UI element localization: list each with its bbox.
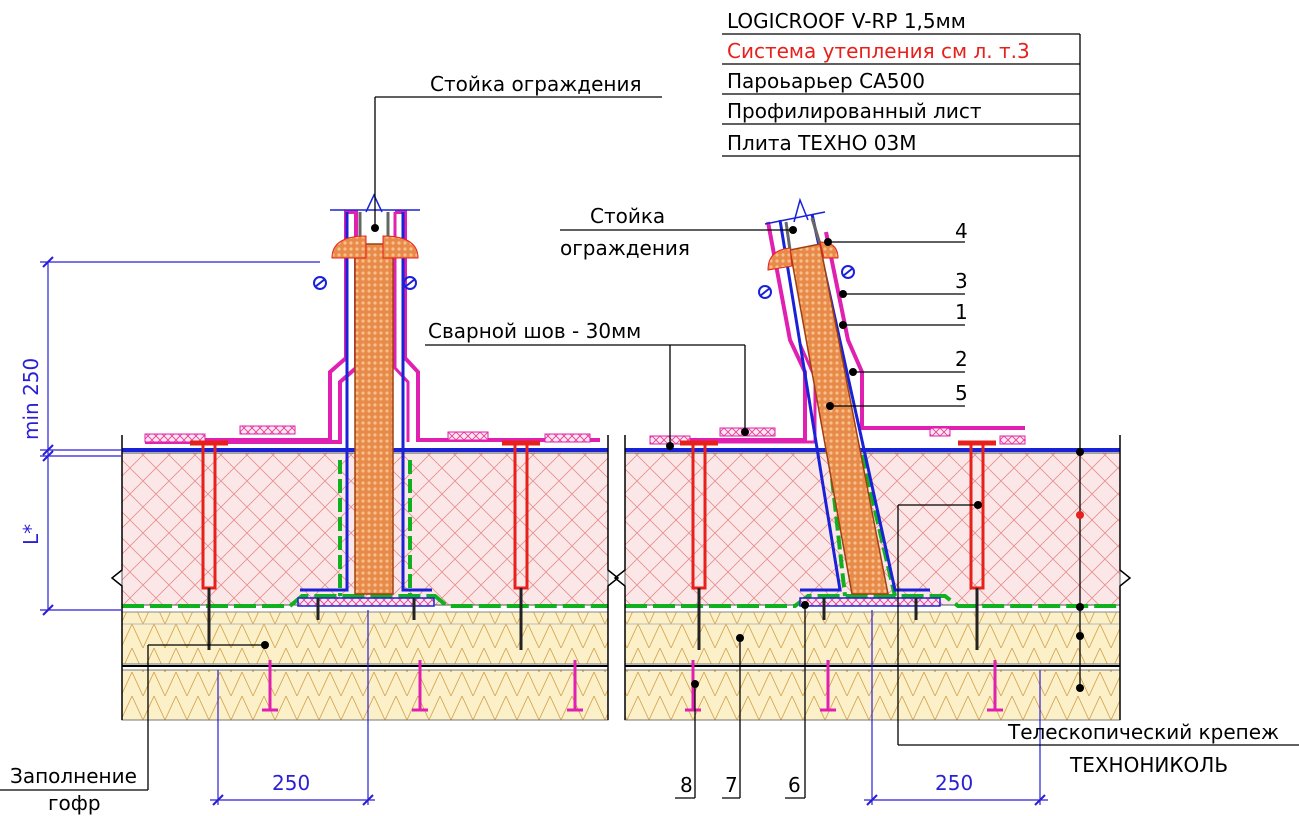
fastener-right-2 (958, 440, 996, 650)
fastener-left-2 (502, 440, 540, 650)
fill-label-1: Заполнение (10, 764, 137, 788)
post-core-left (354, 243, 394, 595)
dimension-spacing-right: 250 (935, 771, 973, 795)
callout-1: 1 (955, 300, 968, 324)
wool-upper-left (121, 611, 609, 665)
callout-6: 6 (788, 773, 801, 797)
callout-3: 3 (955, 269, 968, 293)
wool-lower-left (121, 669, 609, 721)
base-plate-left (297, 597, 435, 607)
fastener-right-1 (680, 440, 718, 650)
layer-label-5: Плита ТЕХНО 03М (727, 131, 916, 155)
dimension-height: min 250 (19, 358, 43, 440)
dimension-spacing-left: 250 (272, 771, 310, 795)
callout-2: 2 (955, 347, 968, 371)
post-label-right-1: Стойка (590, 204, 665, 228)
callout-7: 7 (725, 773, 738, 797)
fastener-label-1: Телескопический крепеж (1007, 720, 1279, 744)
callout-4: 4 (955, 219, 968, 243)
left-assembly (110, 193, 620, 721)
fill-label-2: гофр (48, 791, 101, 815)
layer-label-2: Система утепления см л. т.3 (727, 39, 1030, 63)
layer-label-4: Профилированный лист (727, 99, 982, 123)
layer-label-1: LOGICROOF V-RP 1,5мм (727, 9, 966, 33)
base-plate-right (799, 597, 941, 607)
callout-8: 8 (680, 773, 693, 797)
leader-dots (261, 224, 1084, 692)
callout-5: 5 (955, 381, 968, 405)
weld-label: Сварной шов - 30мм (428, 319, 641, 343)
fastener-left-1 (190, 440, 228, 650)
post-label-left: Стойка ограждения (430, 72, 642, 96)
fastener-label-2: ТЕХНОНИКОЛЬ (1069, 753, 1228, 777)
layer-label-3: Пароьарьер CA500 (727, 69, 925, 93)
post-label-right-2: ограждения (560, 236, 690, 260)
dimensions (40, 256, 1048, 806)
leader-lines (0, 33, 1299, 799)
post-core-right (789, 243, 889, 595)
dimension-thickness: L* (19, 524, 43, 545)
